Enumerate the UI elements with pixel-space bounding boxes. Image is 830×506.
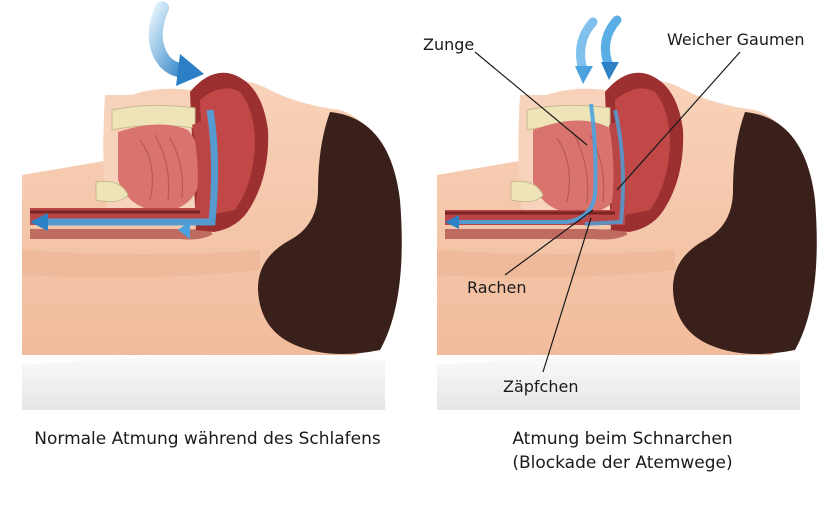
leader-tongue	[474, 51, 588, 146]
caption-snoring-line1: Atmung beim Schnarchen	[512, 429, 733, 449]
airflow-arrowhead	[30, 213, 48, 231]
nasal-tissue	[615, 88, 670, 216]
neck-shadow	[22, 250, 260, 278]
snoring-panel: Zunge Weicher Gaumen Rachen Zäpfchen	[415, 0, 830, 420]
label-soft-palate: Weicher Gaumen	[667, 30, 805, 49]
jaw-bone	[510, 180, 544, 203]
normal-breathing-panel	[0, 0, 415, 420]
inhale-arrowhead	[176, 54, 204, 86]
airflow-arrowhead	[445, 215, 459, 229]
inhale-arrow-1	[576, 17, 598, 75]
snoring-illustration	[437, 15, 817, 410]
pillow	[22, 356, 385, 410]
label-uvula: Zäpfchen	[503, 377, 579, 396]
throat	[30, 120, 214, 225]
hair	[672, 112, 817, 354]
airflow-path	[455, 103, 598, 224]
normal-breathing-illustration	[22, 1, 402, 410]
airflow-path-2	[584, 109, 625, 226]
label-pharynx: Rachen	[467, 278, 527, 297]
leader-pharynx	[504, 209, 594, 276]
tongue	[533, 120, 623, 215]
caption-snoring: Atmung beim Schnarchen (Blockade der Ate…	[415, 428, 830, 476]
inhale-arrow-2	[600, 15, 622, 71]
neck-shadow	[437, 250, 675, 278]
airflow-arrowhead-2	[178, 221, 190, 239]
leader-soft-palate	[616, 51, 741, 191]
tongue	[118, 124, 202, 212]
pillow	[437, 356, 800, 410]
caption-normal-breathing: Normale Atmung während des Schlafens	[34, 429, 381, 449]
airflow-path	[40, 109, 219, 226]
hair	[257, 112, 402, 354]
label-tongue: Zunge	[423, 35, 475, 54]
jaw-bone	[95, 180, 129, 203]
leader-uvula	[542, 217, 592, 373]
caption-snoring-line2: (Blockade der Atemwege)	[512, 452, 733, 473]
